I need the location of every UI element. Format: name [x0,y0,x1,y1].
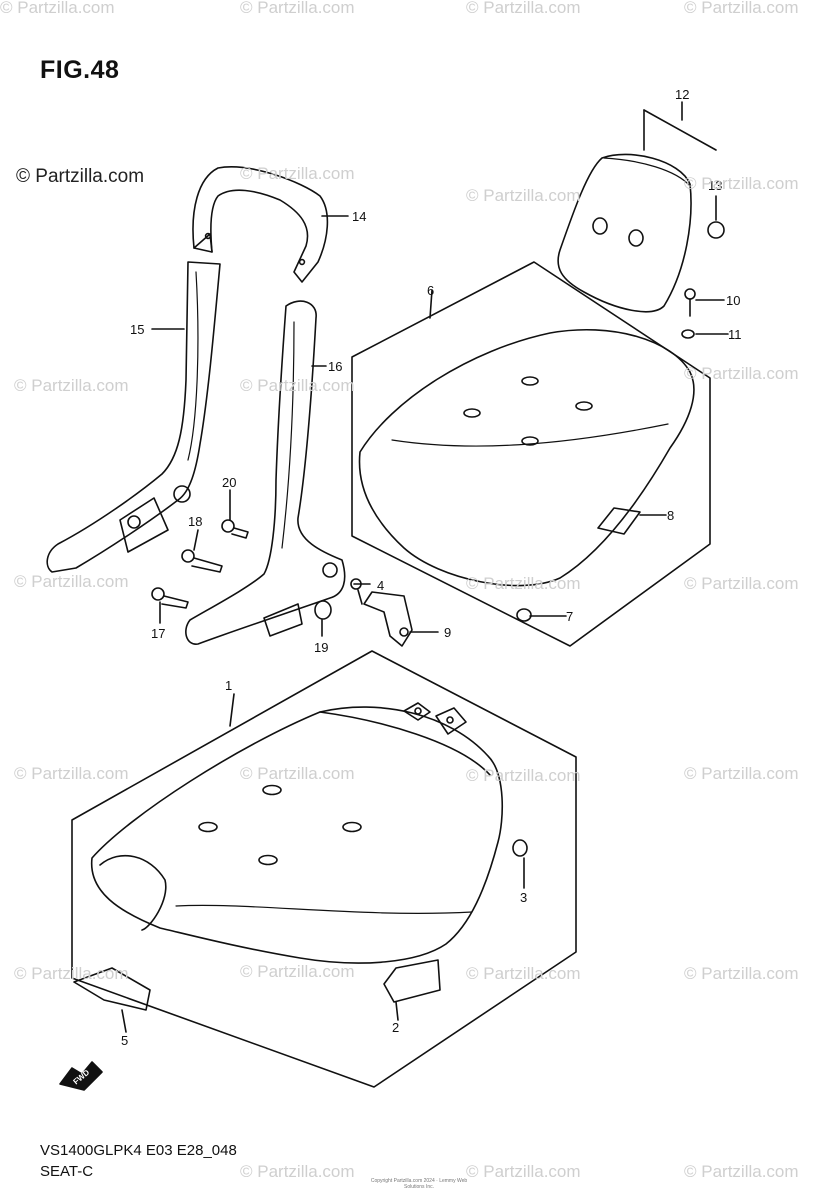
rider-seat-part [90,702,504,964]
left-support-part [46,261,221,573]
watermark: © Partzilla.com [240,962,355,981]
bolt-10-part [684,288,696,317]
watermark: © Partzilla.com [14,764,129,783]
watermark: © Partzilla.com [466,186,581,205]
watermark: © Partzilla.com [240,0,355,17]
callout-16: 16 [328,359,342,374]
nut-13-part [707,221,725,239]
watermark: © Partzilla.com [466,0,581,17]
nut-19-part [314,600,332,620]
callout-7: 7 [566,609,573,624]
figure-title: FIG.48 [40,56,120,84]
watermark: © Partzilla.com [466,964,581,983]
bracket-5-part [73,967,151,1011]
pillion-seat-part [358,329,695,587]
callout-15: 15 [130,322,144,337]
callout-8: 8 [667,508,674,523]
callout-20: 20 [222,475,236,490]
callout-14: 14 [352,209,366,224]
pillion-seat-boundary [351,261,711,647]
watermark: © Partzilla.com [466,766,581,785]
callout-18: 18 [188,514,202,529]
right-support-part [185,300,346,645]
watermark: © Partzilla.com [240,164,355,183]
model-code: VS1400GLPK4 E03 E28_048 [40,1142,237,1159]
backrest-handle-part [192,166,329,283]
watermark: © Partzilla.com [684,174,799,193]
callout-10: 10 [726,293,740,308]
callout-6: 6 [427,283,434,298]
stopper-2-part [383,959,441,1003]
callout-4: 4 [377,578,384,593]
watermark: © Partzilla.com [684,574,799,593]
callout-12: 12 [675,87,689,102]
callout-3: 3 [520,890,527,905]
bolt-20-part [221,519,249,539]
watermark: © Partzilla.com [684,0,799,17]
callout-17: 17 [151,626,165,641]
watermark: © Partzilla.com [0,0,115,17]
watermark: © Partzilla.com [240,376,355,395]
section-name: SEAT-C [40,1163,94,1180]
callout-13: 13 [708,178,722,193]
watermark: © Partzilla.com [466,1162,581,1181]
watermark: © Partzilla.com [684,964,799,983]
bolt-17-part [151,587,189,609]
bolt-18-part [181,549,223,573]
screw-4-part [350,578,363,605]
watermark: © Partzilla.com [14,964,129,983]
callout-9: 9 [444,625,451,640]
watermark: © Partzilla.com [14,572,129,591]
callout-1: 1 [225,678,232,693]
callout-11: 11 [728,327,742,342]
copyright-notice: © Partzilla.com [16,166,145,187]
watermark: © Partzilla.com [240,764,355,783]
watermark: © Partzilla.com [466,574,581,593]
footer-note: Copyright Partzilla.com 2024 · Lemmy Web… [370,1178,468,1190]
rider-seat-boundary [71,650,577,1088]
backrest-pad-part [557,153,692,313]
watermark: © Partzilla.com [684,364,799,383]
nut-3-part [512,839,528,857]
callout-19: 19 [314,640,328,655]
washer-11-part [681,329,695,339]
watermark: © Partzilla.com [14,376,129,395]
callout-5: 5 [121,1033,128,1048]
fwd-arrow-icon [59,1061,103,1091]
watermark: © Partzilla.com [684,1162,799,1181]
nut-7-part [516,608,532,622]
bracket-9-part [363,591,413,647]
callout-2: 2 [392,1020,399,1035]
bracket-8-part [597,507,641,535]
watermark: © Partzilla.com [684,764,799,783]
watermark: © Partzilla.com [240,1162,355,1181]
